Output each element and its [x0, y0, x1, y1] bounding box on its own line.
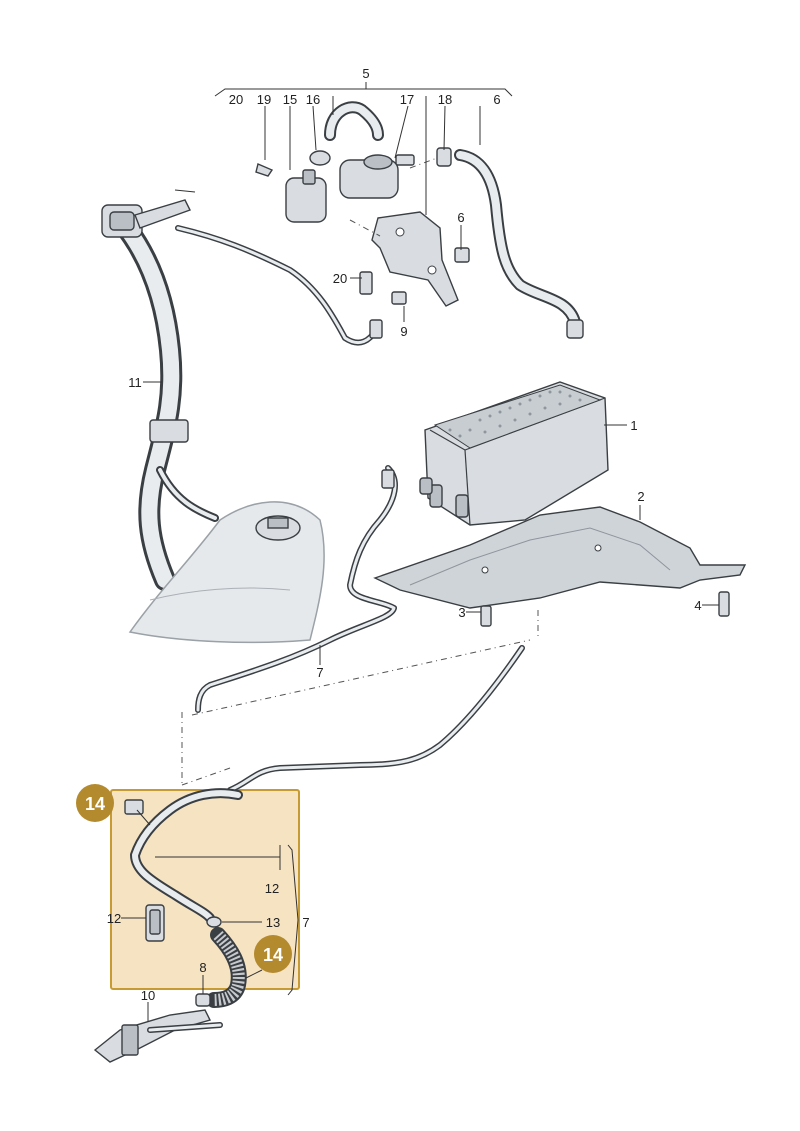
- callout-11: 11: [128, 375, 142, 390]
- callout-20-low: 20: [333, 271, 347, 286]
- hose-6: [454, 149, 584, 339]
- callout-9: 9: [400, 324, 407, 339]
- callout-19: 19: [257, 92, 271, 107]
- callout-10: 10: [141, 988, 155, 1003]
- badge-14-top-label: 14: [85, 794, 105, 814]
- fuel-line-lower: [227, 645, 525, 793]
- callout-1: 1: [630, 418, 637, 433]
- group-bracket-5: [214, 88, 513, 97]
- callout-16: 16: [306, 92, 320, 107]
- callout-6-mid: 6: [457, 210, 464, 225]
- callout-7-right: 7: [302, 915, 309, 930]
- vent-line: [175, 225, 383, 346]
- callout-15: 15: [283, 92, 297, 107]
- charcoal-canister: [419, 381, 609, 526]
- bolt-3: [480, 605, 492, 627]
- badge-14-top: 14: [76, 784, 114, 822]
- callout-5: 5: [362, 66, 369, 81]
- connector-10: [93, 1009, 223, 1063]
- callout-13: 13: [266, 915, 280, 930]
- callout-20-top: 20: [229, 92, 243, 107]
- callout-6-top: 6: [493, 92, 500, 107]
- badge-14-bottom-label: 14: [263, 945, 283, 965]
- badge-14-bottom: 14: [254, 935, 292, 973]
- highlighted-assembly: [124, 788, 247, 1008]
- callout-4: 4: [694, 598, 701, 613]
- callout-17: 17: [400, 92, 414, 107]
- filler-neck: [101, 189, 219, 591]
- leader-lines: [121, 96, 719, 1022]
- callout-12-right: 12: [265, 881, 279, 896]
- callout-8: 8: [199, 960, 206, 975]
- callout-18: 18: [438, 92, 452, 107]
- callout-3: 3: [458, 605, 465, 620]
- fuel-tank: [128, 501, 325, 644]
- callout-12-left: 12: [107, 911, 121, 926]
- fuel-line-7: [195, 465, 398, 713]
- callout-7-mid: 7: [316, 665, 323, 680]
- bolt-4: [718, 591, 730, 617]
- heat-shield: [373, 506, 747, 609]
- valve-cluster: [255, 101, 470, 307]
- callout-2: 2: [637, 489, 644, 504]
